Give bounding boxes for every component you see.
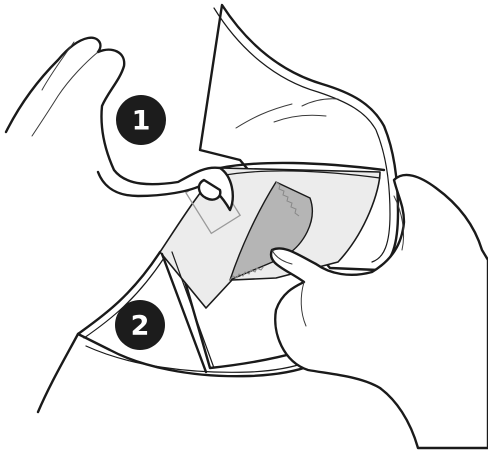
step-number-2: 2 bbox=[131, 311, 150, 342]
step-badge-1: 1 bbox=[116, 95, 166, 145]
step-number-1: 1 bbox=[132, 106, 151, 137]
step-badge-2: 2 bbox=[115, 300, 165, 350]
